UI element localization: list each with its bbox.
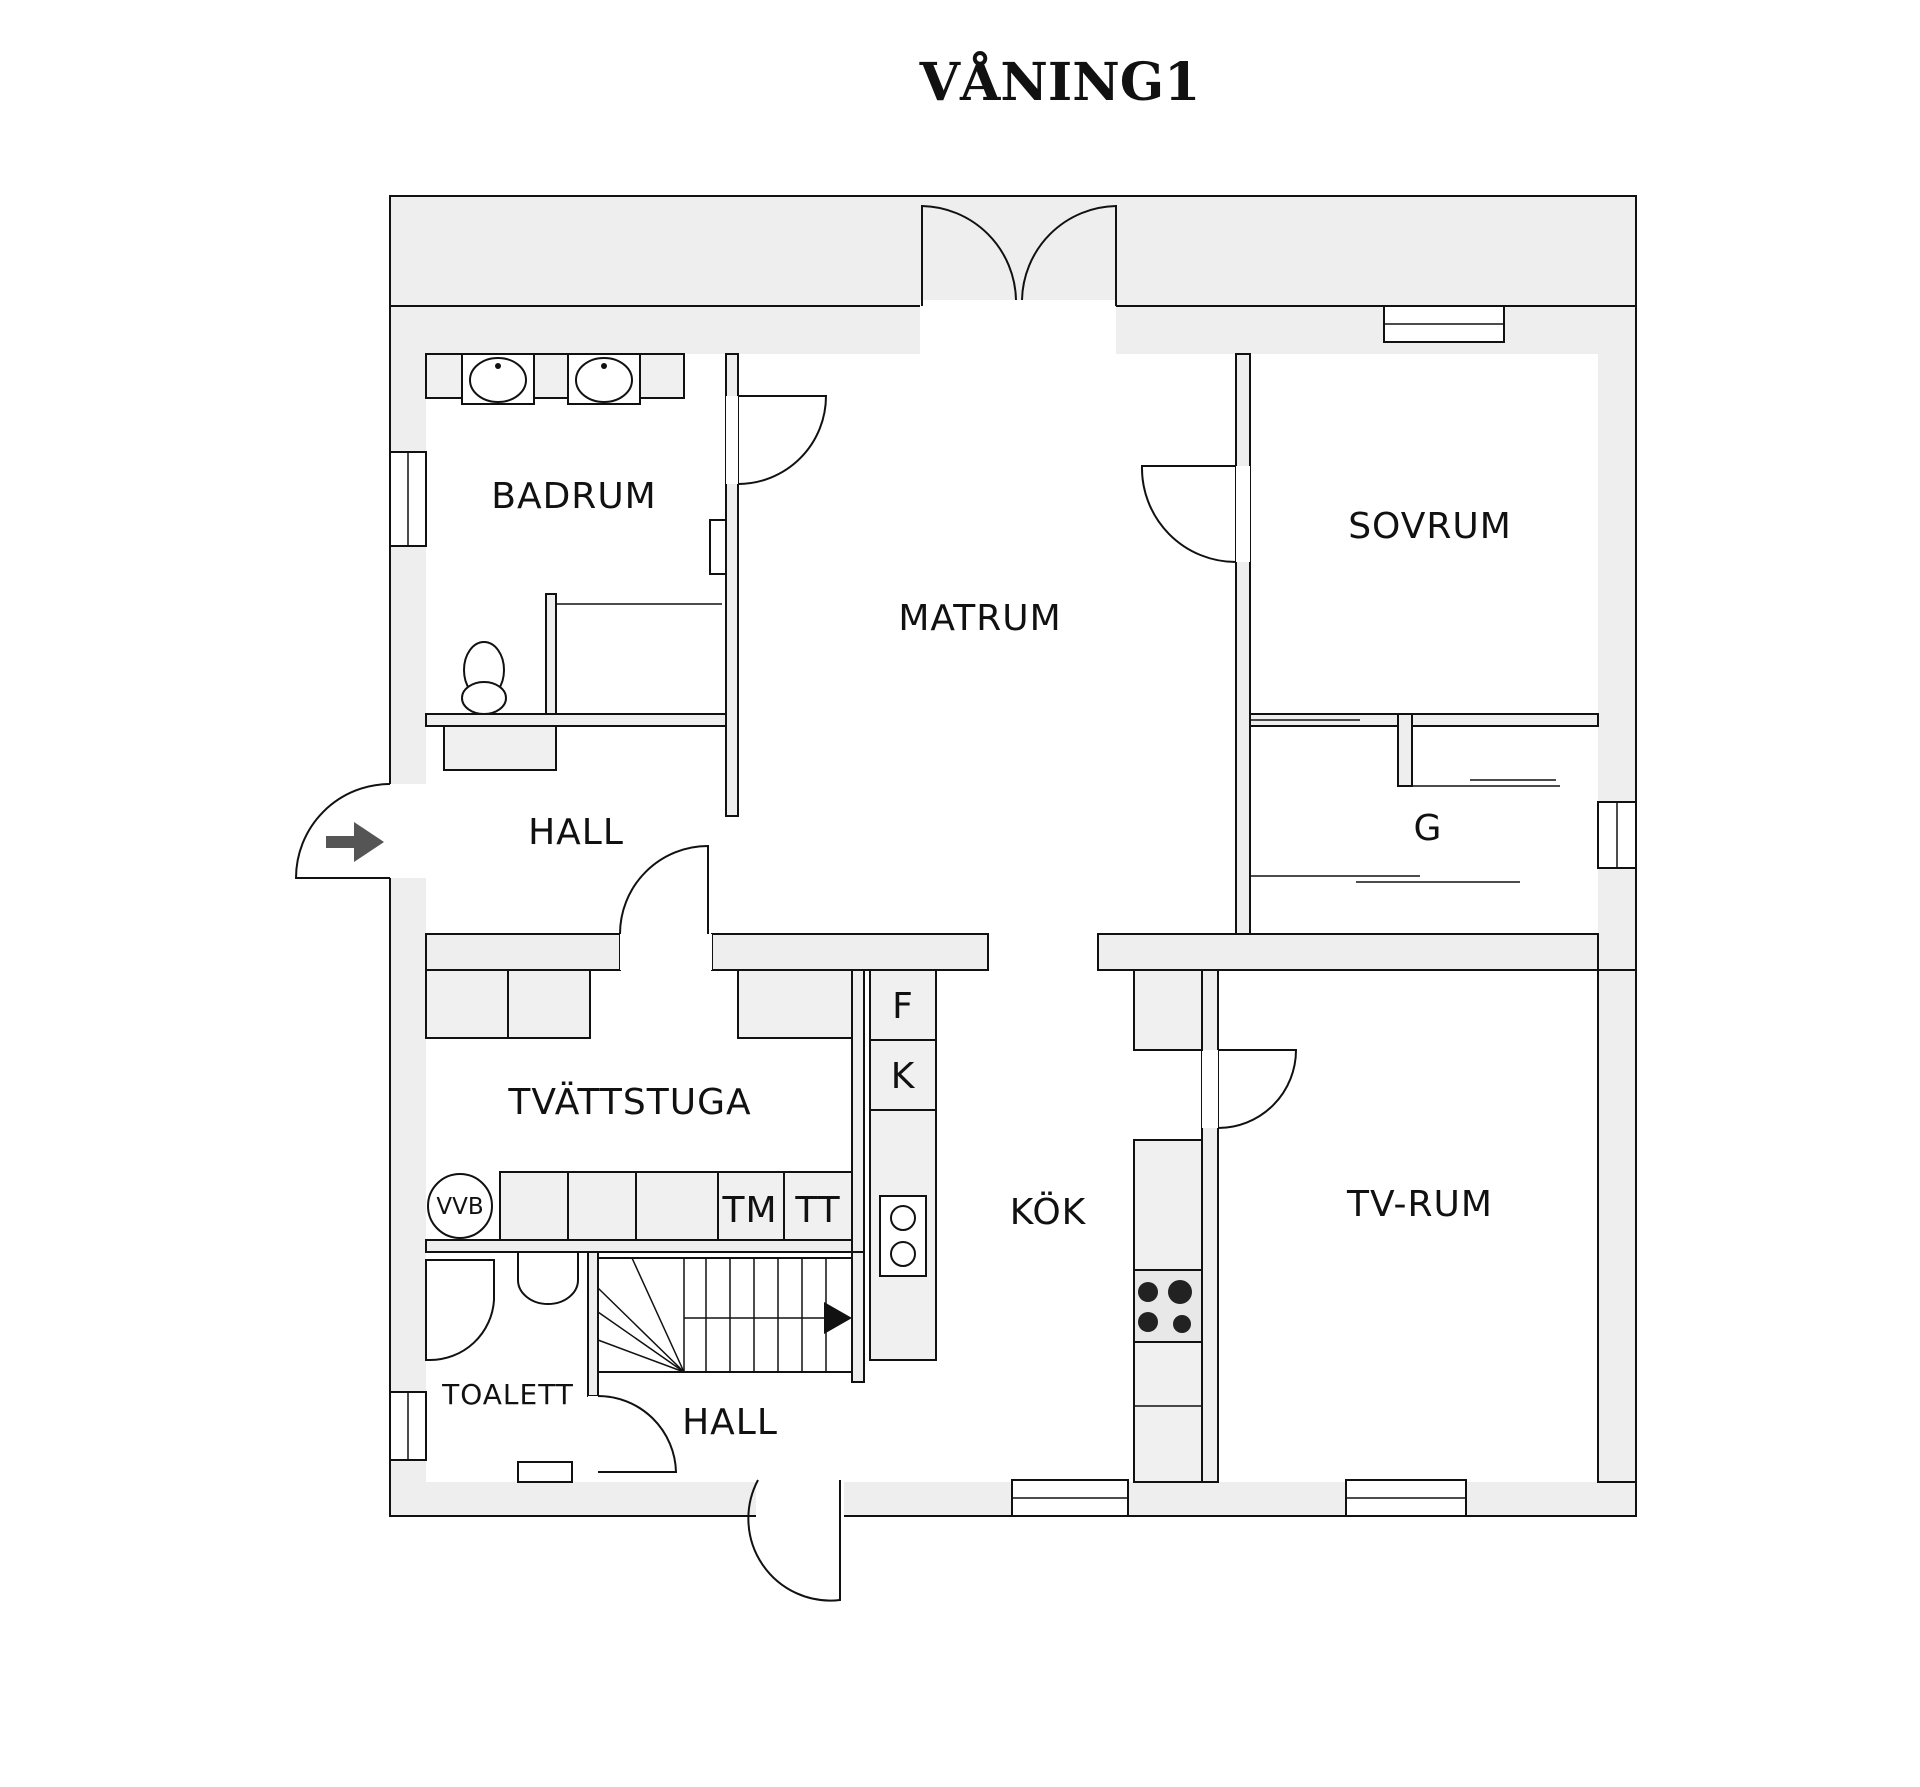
wall-badrum-south: [425, 713, 727, 727]
terrace: [389, 195, 1637, 307]
wall-mid-east: [1097, 933, 1599, 971]
door-toalett[interactable]: [597, 1395, 678, 1473]
label-hall-lower: HALL: [682, 1402, 778, 1443]
windows: [389, 305, 1637, 1517]
door-tvattstuga[interactable]: [619, 844, 709, 935]
entrance-opening-south: [756, 1476, 844, 1522]
label-sovrum: SOVRUM: [1348, 506, 1512, 547]
label-water-heater: VVB: [436, 1194, 483, 1220]
entrance-opening-west: [384, 784, 432, 878]
garderob: [1250, 713, 1560, 883]
door-badrum[interactable]: [737, 395, 828, 485]
wall-tvattstuga-south: [425, 1239, 853, 1253]
wall-mid-west: [425, 933, 621, 971]
label-matrum: MATRUM: [898, 598, 1061, 639]
plan-title: VÅNING1: [919, 51, 1201, 113]
wall-tvattstuga-east: [851, 969, 865, 1253]
wall-tvrum-east: [1597, 969, 1637, 1483]
door-entrance-south[interactable]: [747, 1479, 841, 1602]
label-dryer: TT: [794, 1190, 840, 1231]
toalett-fixtures: [425, 1251, 579, 1483]
label-tvattstuga: TVÄTTSTUGA: [507, 1081, 751, 1123]
label-fridge: F: [892, 986, 914, 1027]
door-tvrum[interactable]: [1217, 1049, 1298, 1129]
label-garderob: G: [1414, 808, 1443, 849]
door-entrance-west[interactable]: [294, 783, 391, 879]
label-hall-upper: HALL: [528, 812, 624, 853]
terrace-door-opening: [920, 300, 1116, 360]
entrance-arrow-icon: [326, 822, 384, 862]
label-tv-rum: TV-RUM: [1346, 1184, 1493, 1225]
tvattstuga-fixtures: [425, 969, 853, 1241]
wall-sovrum-west: [1235, 353, 1251, 935]
wall-tvrum-west: [1201, 969, 1219, 1483]
wall-toalett-east: [587, 1251, 599, 1397]
wall-mid-center: [711, 933, 989, 971]
kok-fixtures: [869, 969, 1203, 1483]
badrum-fixtures: [425, 353, 727, 771]
door-sovrum[interactable]: [1140, 465, 1237, 563]
label-kok: KÖK: [1010, 1191, 1087, 1233]
label-badrum: BADRUM: [491, 476, 656, 517]
door-terrace-right[interactable]: [1021, 204, 1117, 306]
wall-shower: [545, 593, 557, 715]
door-terrace-left[interactable]: [921, 204, 1017, 306]
label-washing-machine: TM: [721, 1190, 777, 1231]
label-freezer: K: [891, 1056, 916, 1097]
wall-stairs-east: [851, 1251, 865, 1383]
stairs-arrow-icon: [824, 1302, 852, 1334]
water-heater: [427, 1173, 493, 1239]
label-toalett: TOALETT: [441, 1378, 574, 1411]
stairs: [597, 1257, 853, 1373]
